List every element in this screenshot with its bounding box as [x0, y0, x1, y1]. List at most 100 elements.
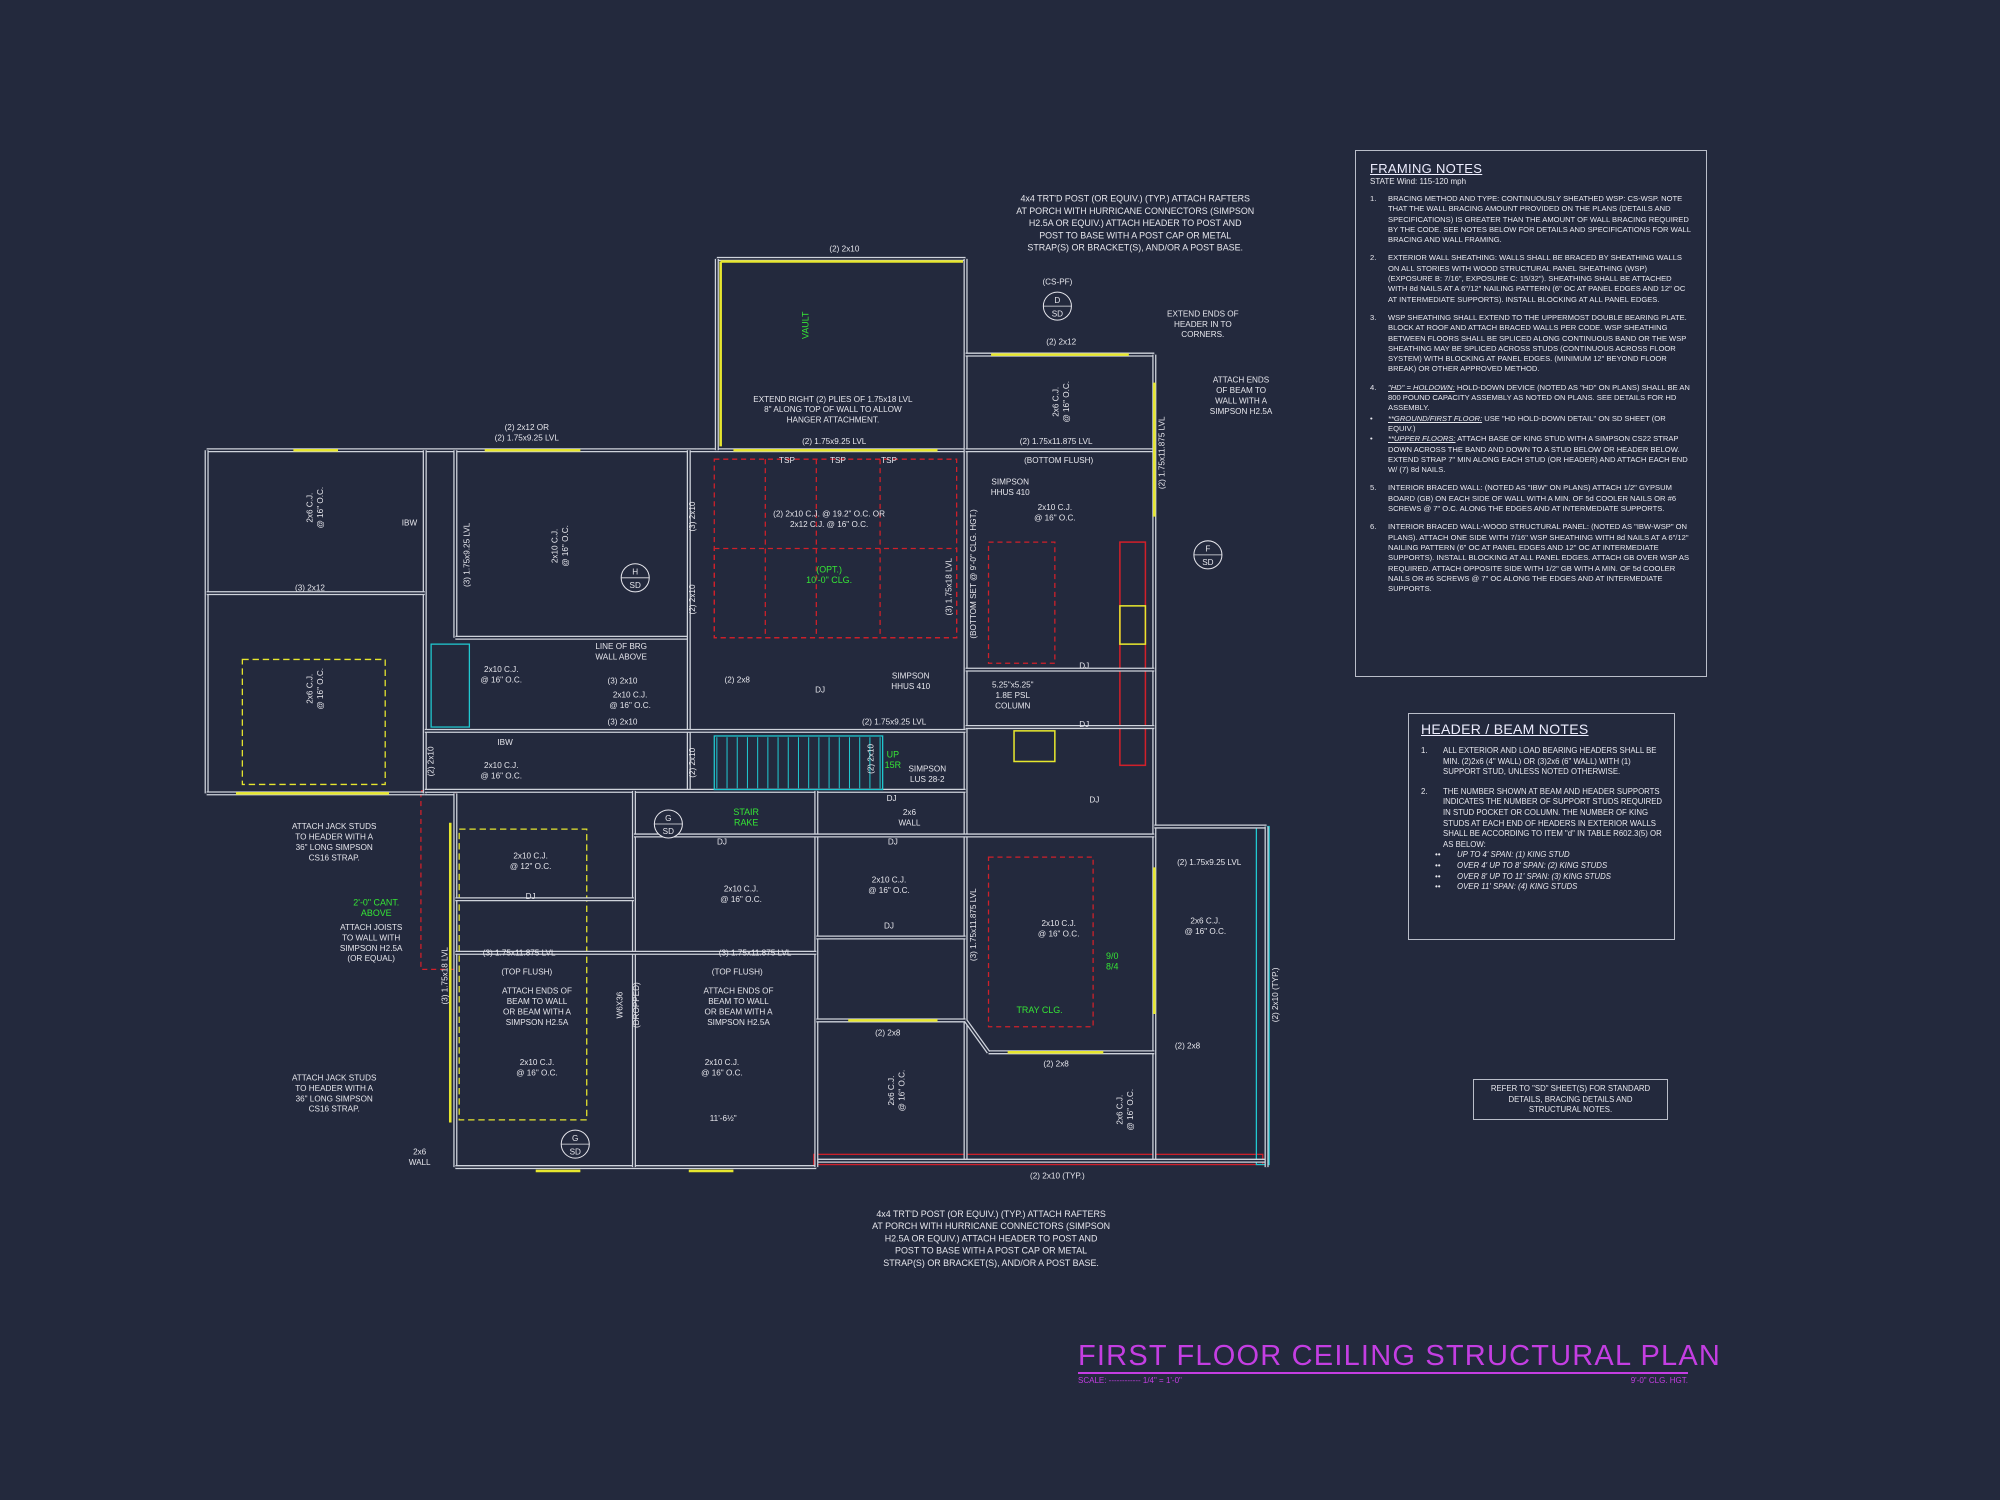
plan-label-line: SIMPSON [908, 765, 946, 774]
plan-label-line: ATTACH ENDS OF [502, 987, 572, 996]
note-text: WSP SHEATHING SHALL EXTEND TO THE UPPERM… [1388, 313, 1692, 375]
plan-label-line: CS16 STRAP. [309, 1105, 360, 1114]
framing-notes-title: FRAMING NOTES [1370, 161, 1483, 176]
plan-label: DJ [526, 892, 536, 901]
plan-label-line: 2x6 [903, 808, 917, 817]
plan-label: (2) 2x12 [1046, 337, 1076, 346]
plan-label-line: @ 16" O.C. [561, 525, 570, 567]
plan-label: 2x6 C.J.@ 16" O.C. [1052, 381, 1071, 423]
plan-label-line: EXTEND RIGHT (2) PLIES OF 1.75x18 LVL [753, 395, 913, 404]
joist-area [987, 856, 1094, 1028]
walls [204, 256, 1269, 1170]
plan-label-line: POST TO BASE WITH A POST CAP OR METAL [895, 1246, 1087, 1256]
plan-label-line: (3) 2x12 [295, 584, 325, 593]
plan-label-line: POST TO BASE WITH A POST CAP OR METAL [1039, 230, 1231, 240]
plan-label-line: (2) 2x10 [688, 584, 697, 614]
note-text: INTERIOR BRACED WALL: (NOTED AS "IBW" ON… [1388, 483, 1692, 514]
bullet-text: OVER 4' UP TO 8' SPAN: (2) KING STUDS [1457, 860, 1608, 870]
plan-label-line: (2) 2x8 [875, 1029, 901, 1038]
bullet-mark: •• [1435, 850, 1441, 860]
plan-label: TSP [830, 456, 846, 465]
plan-label: (DROPPED) [632, 982, 641, 1028]
note-number: • [1370, 434, 1373, 444]
section-marker-id: G [665, 814, 671, 823]
plan-label-line: (BOTTOM SET @ 9'-0" CLG. HGT.) [969, 509, 978, 639]
plan-label-line: TO HEADER WITH A [295, 1084, 373, 1093]
plan-label-line: @ 16" O.C. [1126, 1089, 1135, 1131]
plan-label-line: 36" LONG SIMPSON [296, 1094, 373, 1103]
plan-label: 2x6 C.J.@ 16" O.C. [1115, 1089, 1134, 1131]
joist-area [713, 547, 958, 639]
framing-note-item: 6.INTERIOR BRACED WALL-WOOD STRUCTURAL P… [1370, 522, 1692, 594]
plan-label-line: DJ [1079, 661, 1089, 670]
plan-label-line: (3) 1.75x11.875 LVL [719, 948, 792, 957]
plan-label-line: 10'-0" CLG. [806, 575, 852, 585]
plan-label: 2x10 C.J.@ 16" O.C. [609, 691, 651, 710]
plan-label: DJ [884, 922, 894, 931]
plan-label-line: WALL [409, 1158, 431, 1167]
plan-label-line: @ 12" O.C. [510, 862, 552, 871]
plan-label: (OPT.)10'-0" CLG. [806, 565, 852, 585]
plan-label: (2) 2x8 [875, 1029, 901, 1038]
plan-label-line: HEADER IN TO [1174, 320, 1232, 329]
plan-label: DJ [1079, 661, 1089, 670]
plan-label: (3) 1.75x11.875 LVL [719, 948, 792, 957]
plan-label-line: BEAM TO WALL [507, 997, 568, 1006]
framing-note-item: 1.BRACING METHOD AND TYPE: CONTINUOUSLY … [1370, 194, 1692, 245]
refer-note: REFER TO "SD" SHEET(S) FOR STANDARD DETA… [1473, 1079, 1668, 1120]
plan-label-line: TSP [881, 456, 897, 465]
section-marker-id: H [632, 568, 638, 577]
plan-label-line: 2x10 C.J. [520, 1058, 554, 1067]
plan-label-line: 2x10 C.J. [705, 1058, 739, 1067]
title-block: FIRST FLOOR CEILING STRUCTURAL PLAN SCAL… [1078, 1340, 1720, 1385]
plan-label: (2) 2x10 (TYP.) [1271, 967, 1280, 1022]
framing-note-item: 4."HD" = HOLDOWN: HOLD-DOWN DEVICE (NOTE… [1370, 383, 1692, 414]
ceiling-height: 9'-0" CLG. HGT. [1630, 1376, 1688, 1385]
plan-label-line: H2.5A OR EQUIV.) ATTACH HEADER TO POST A… [885, 1233, 1098, 1243]
note-number: 5. [1370, 483, 1377, 493]
headers [235, 260, 1156, 1173]
plan-label-line: @ 16" O.C. [1038, 929, 1080, 938]
plan-label-line: DJ [717, 837, 727, 846]
framing-note-item: 2.EXTERIOR WALL SHEATHING: WALLS SHALL B… [1370, 253, 1692, 304]
plan-label-line: H2.5A OR EQUIV.) ATTACH HEADER TO POST A… [1029, 218, 1242, 228]
plan-label-line: HHUS 410 [991, 488, 1030, 497]
plan-label-line: TO WALL WITH [342, 933, 400, 942]
plan-label: (2) 2x10 [867, 744, 876, 774]
plan-label-line: 2x6 [413, 1147, 427, 1156]
plan-label: (2) 1.75x11.875 LVL [1158, 416, 1167, 489]
plan-label-line: 2x10 C.J. [613, 691, 647, 700]
section-marker: HSD [620, 563, 650, 593]
section-marker: GSD [653, 809, 683, 839]
plan-label: (2) 1.75x9.25 LVL [1177, 858, 1242, 867]
plan-label-line: AT PORCH WITH HURRICANE CONNECTORS (SIMP… [1016, 206, 1254, 216]
plan-label-line: (2) 2x10 (TYP.) [1271, 967, 1280, 1022]
cantilever-outline [458, 828, 588, 1121]
section-marker-id: D [1054, 296, 1060, 305]
plan-label: (2) 2x8 [725, 675, 751, 684]
plan-label-line: @ 16" O.C. [481, 676, 523, 685]
plan-label-line: (3) 2x10 [688, 501, 697, 531]
note-body: HOLD-DOWN DEVICE (NOTED AS "HD" ON PLANS… [1388, 382, 1690, 413]
plan-label-line: SIMPSON H2.5A [340, 944, 403, 953]
plan-label-line: SIMPSON H2.5A [506, 1018, 569, 1027]
plan-label: (2) 2x10 [427, 746, 436, 776]
plan-label: (3) 1.75x18 LVL [441, 947, 450, 1005]
plan-label-line: WALL [898, 819, 920, 828]
plan-label-line: DJ [526, 892, 536, 901]
bullet-text: UP TO 4' SPAN: (1) KING STUD [1457, 850, 1570, 860]
plan-label-line: AT PORCH WITH HURRICANE CONNECTORS (SIMP… [872, 1221, 1110, 1231]
plan-label-line: 2x6 C.J. [1052, 387, 1061, 417]
plan-label-line: (3) 1.75x18 LVL [441, 947, 450, 1005]
section-marker-id: F [1205, 545, 1210, 554]
note-body: EXTERIOR WALL SHEATHING: WALLS SHALL BE … [1388, 253, 1686, 304]
plan-label-line: 2x10 C.J. [484, 665, 518, 674]
plan-label: 2x6 C.J.@ 16" O.C. [306, 668, 325, 710]
plan-label-line: @ 16" O.C. [720, 895, 762, 904]
cooktop [1119, 605, 1147, 645]
plan-label-line: (2) 1.75x9.25 LVL [802, 437, 867, 446]
shower [430, 643, 471, 728]
